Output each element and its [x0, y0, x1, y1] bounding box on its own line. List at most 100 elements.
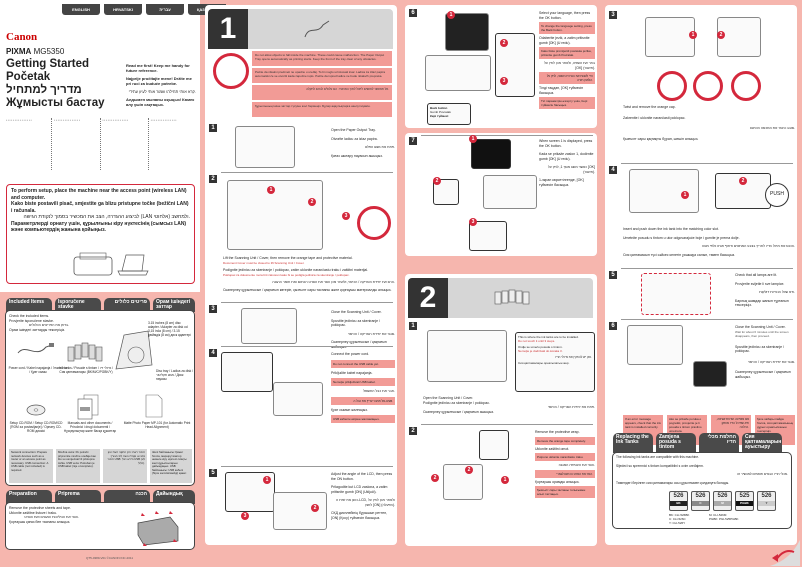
s2-step-3-text: Twist and remove the orange cap. Zakreni… — [623, 105, 795, 141]
s2-step-4-kk: Сия қаптамасын түсі сәйкес келетін ұяшық… — [623, 252, 736, 257]
prep-hr: Uklonite zaštitne listove i traku. — [9, 510, 58, 515]
tab-isporucene-stavke[interactable]: Isporučene stavke — [55, 298, 101, 312]
step-3-kk: Сканерлеу құрылғысын / қақпағын жабыңыз. — [331, 340, 387, 349]
step-7-en: When screen 1 is displayed, press the OK… — [539, 139, 593, 148]
ink-install-callout: This is where the ink tanks are to be in… — [515, 332, 595, 392]
read-note-he: קרא אותי תחילה! שמור אותי לעיון עתידי. — [128, 89, 196, 94]
s2-step-5-kk: Барлық шамдар жанып тұрғанын тексеріңіз. — [735, 298, 789, 308]
page-turn-icon[interactable] — [770, 540, 800, 566]
tab-replacing-kk[interactable]: Сия қаптамаларын ауыстыру — [742, 433, 782, 453]
replacing-box: The following ink tanks are compatible w… — [612, 452, 792, 529]
setup-notice-he: לביצוע ההגדרה, הצב את המכשיר בסמוך לנקוד… — [23, 214, 190, 220]
step-7-he: כאשר מוצג מסך 1, לחץ על [OK] (אישור). — [547, 165, 595, 174]
prohibited-icon — [213, 53, 249, 89]
tank-codes-right: M: CLI-526M PGBK: PGI-525PGBK — [709, 513, 759, 521]
footer-code: QT5-0389-V01 ©CANON INC.2011 — [86, 556, 134, 560]
ink-color: M — [714, 501, 731, 506]
callout-1: 1 — [263, 476, 271, 484]
callout-2: 2 — [311, 504, 319, 512]
s2-step-2-note-he: הסר את הסרט הכתום לגמרי. — [535, 469, 595, 478]
s2-step-2-kk: Қорғаушы орамды алыңыз. — [535, 479, 580, 484]
s2-step-4-he: הכנס את מיכל הדיו לחריץ בצבע המתאים ודחו… — [701, 244, 795, 248]
step-2-hr: Podignite jedinicu za skeniranje / poklo… — [223, 268, 369, 272]
step-2-note-hr: Poklopac za dokumente mora biti zatvoren… — [223, 272, 350, 277]
s2-step-4-number: 4 — [609, 166, 617, 174]
tab-english[interactable]: ENGLISH — [62, 4, 100, 15]
divider — [621, 319, 793, 320]
item-ink-tanks: Ink tanks / Posude s tintom / מיכלי דיו … — [58, 366, 114, 374]
replacing-he: מכלי הדיו הבאים תואמים למכשיר זה. — [736, 472, 788, 476]
back-button-label-hr: Gumb Povratak — [430, 110, 451, 114]
tab-included-items-he[interactable]: פריטים כלולים — [104, 298, 150, 312]
prohibited-icon — [693, 71, 723, 101]
read-notes: Read me first! Keep me handy for future … — [126, 63, 196, 110]
tab-replacing[interactable]: Replacing the Ink Tanks — [613, 433, 653, 453]
printer-illustration — [483, 175, 537, 209]
tab-included-items[interactable]: Included Items — [6, 298, 52, 312]
divider — [221, 172, 393, 173]
step-5-hr: Prilagodite kut LCD zaslona, a zatim pri… — [331, 485, 388, 494]
prohibited-icon — [657, 71, 687, 101]
tab-hebrew[interactable]: עברית — [146, 4, 184, 15]
step-4-he: חבר את כבל החשמל. — [363, 389, 395, 393]
callout-1: 1 — [681, 191, 689, 199]
printer-laptop-illustration — [73, 252, 149, 276]
s2-step-4-hr: Umetnite posudu s tintom u utor odgovara… — [623, 235, 740, 240]
legal-note: • • • • • • • • • • • • • • • — [4, 118, 53, 170]
step-2-text: Lift the Scanning Unit / Cover, then rem… — [223, 256, 395, 292]
prohibited-icon — [731, 71, 761, 101]
step-6-number: 6 — [409, 9, 417, 17]
step-4-text: Connect the power cord. Do not connect t… — [331, 352, 395, 426]
replacing-tabs: Replacing the Ink Tanks Zamjena posuda s… — [613, 433, 782, 453]
s2-step-6-hr: Spustite jedinicu za skeniranje / poklop… — [735, 344, 785, 354]
step-1-text: Open the Paper Output Tray. Otvorite lad… — [331, 128, 395, 158]
item-disc-tray: Disc tray / Ladica za disk / מגש תקליטור… — [156, 369, 194, 381]
ink-code: 526 — [761, 493, 772, 499]
s2-step-2-hr: Uklonite zaštitni omot. — [535, 446, 570, 451]
callout-1: 1 — [447, 11, 455, 19]
callout-hr: Ovdje se umeću posude s tintom. — [518, 345, 563, 349]
callout-en: This is where the ink tanks are to be in… — [518, 335, 579, 339]
tab-priprema[interactable]: Priprema — [55, 490, 101, 504]
tab-included-items-kk[interactable]: Орам ішіндегі заттар — [153, 298, 195, 312]
ink-color: BK — [670, 501, 687, 506]
s2-step-4-text: Insert and push down the ink tank into t… — [623, 227, 795, 257]
tab-preparation-he[interactable]: הכנה — [104, 490, 150, 504]
section-2-panel: 2 1 This is where the ink tanks are to b… — [405, 274, 597, 546]
s2-step-3-en: Twist and remove the orange cap. — [623, 105, 676, 109]
tank-code: M: CLI-526M — [709, 513, 727, 517]
ink-code: 526 — [717, 493, 728, 499]
printer-lcd-illustration — [273, 492, 327, 530]
ink-code: 526 — [695, 493, 706, 499]
tab-preparation-kk[interactable]: Дайындық — [153, 490, 195, 504]
step-7-number: 7 — [409, 137, 417, 145]
preparation-text: Remove the protective sheets and tape. U… — [9, 506, 119, 524]
step-1-he: פתח את מגש הפלט. — [364, 145, 395, 149]
photo-paper-illustration — [145, 394, 163, 418]
s2-step-5-text: Check that all lamps are lit. Provjerite… — [735, 273, 795, 308]
s2-step-3-hr: Zakrenite i uklonite narančasti poklopac… — [623, 115, 686, 120]
included-items-box: Check the included items. Provjerite isp… — [5, 310, 195, 486]
replacing-hr: Sljedeći su spremnici s tintom kompatibi… — [616, 463, 704, 468]
section-1-number: 1 — [208, 9, 248, 49]
step-4-hr: Priključite kabel napajanja. — [331, 370, 373, 375]
step-3-he: סגור את יחידת הסריקה / הכיסוי. — [348, 331, 395, 336]
ink-code: 526 — [673, 493, 684, 499]
prep-kk: Қорғаушы қағаз бен таспаны алыңыз. — [9, 519, 71, 524]
tab-zamjena[interactable]: Zamjena posuda s tintom — [656, 433, 696, 453]
step-3-number: 3 — [209, 305, 217, 313]
tab-replacing-he[interactable]: החלפת מכלי הדיו — [699, 433, 739, 453]
divider — [221, 466, 393, 467]
printer-open-tray-illustration — [235, 126, 295, 168]
step-4-en: Connect the power cord. — [331, 352, 370, 356]
warning-kk: Құрылғының ішіне заттар түсуіне жол берм… — [252, 102, 392, 117]
divider — [621, 268, 793, 269]
title-kk: Жұмысты бастау — [6, 97, 105, 109]
brand-logo: Canon — [6, 31, 38, 43]
step-7-panel: 7 1 2 3 When screen 1 is displayed, pres… — [405, 133, 597, 256]
step-2-note-en: Document Cover must be closed to lift Sc… — [223, 260, 305, 265]
tab-hrvatski[interactable]: HRVATSKI — [104, 4, 142, 15]
tab-preparation[interactable]: Preparation — [6, 490, 52, 504]
